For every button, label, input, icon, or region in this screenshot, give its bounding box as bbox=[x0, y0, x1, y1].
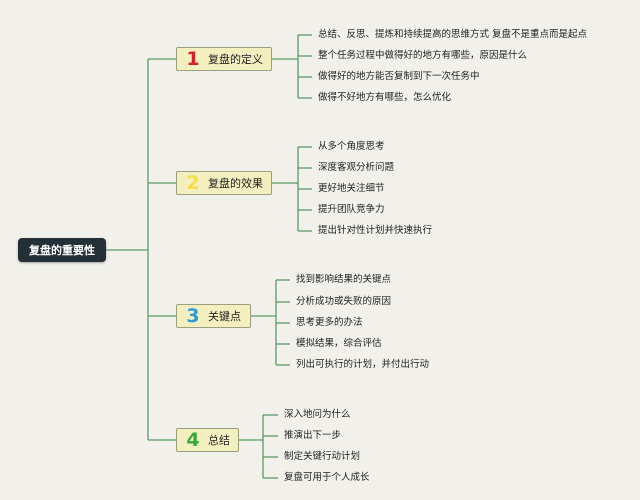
leaf-topic[interactable]: 做得不好地方有哪些，怎么优化 bbox=[318, 92, 452, 103]
branch-label: 复盘的效果 bbox=[208, 177, 263, 190]
leaf-topic[interactable]: 整个任务过程中做得好的地方有哪些，原因是什么 bbox=[318, 50, 528, 61]
leaf-topic[interactable]: 深入地问为什么 bbox=[284, 409, 351, 420]
leaf-topic[interactable]: 分析成功或失败的原因 bbox=[296, 296, 392, 307]
root-topic[interactable]: 复盘的重要性 bbox=[18, 238, 106, 262]
branch-number: 3 bbox=[186, 305, 200, 327]
leaf-topic[interactable]: 提出针对性计划并快速执行 bbox=[318, 225, 433, 236]
leaf-topic[interactable]: 从多个角度思考 bbox=[318, 141, 385, 152]
leaf-topic[interactable]: 模拟结果，综合评估 bbox=[296, 338, 382, 349]
leaf-topic[interactable]: 复盘可用于个人成长 bbox=[284, 472, 370, 483]
leaf-topic[interactable]: 做得好的地方能否复制到下一次任务中 bbox=[318, 71, 480, 82]
branch-label: 复盘的定义 bbox=[208, 53, 263, 66]
branch-number: 2 bbox=[186, 172, 200, 194]
leaf-topic[interactable]: 思考更多的办法 bbox=[296, 317, 363, 328]
branch-topic-3[interactable]: 3 关键点 bbox=[176, 304, 251, 328]
branch-topic-4[interactable]: 4 总结 bbox=[176, 428, 239, 452]
branch-label: 关键点 bbox=[208, 310, 241, 323]
branch-number: 4 bbox=[186, 429, 200, 451]
leaf-topic[interactable]: 推演出下一步 bbox=[284, 430, 342, 441]
root-topic-label: 复盘的重要性 bbox=[29, 244, 95, 257]
branch-topic-1[interactable]: 1 复盘的定义 bbox=[176, 47, 272, 71]
leaf-topic[interactable]: 深度客观分析问题 bbox=[318, 162, 395, 173]
leaf-topic[interactable]: 总结、反思、提炼和持续提高的思维方式 复盘不是重点而是起点 bbox=[318, 29, 588, 40]
leaf-topic[interactable]: 找到影响结果的关键点 bbox=[296, 274, 392, 285]
leaf-topic[interactable]: 更好地关注细节 bbox=[318, 183, 385, 194]
leaf-topic[interactable]: 制定关键行动计划 bbox=[284, 451, 361, 462]
leaf-topic[interactable]: 提升团队竞争力 bbox=[318, 204, 385, 215]
branch-label: 总结 bbox=[208, 434, 230, 447]
branch-topic-2[interactable]: 2 复盘的效果 bbox=[176, 171, 272, 195]
leaf-topic[interactable]: 列出可执行的计划，并付出行动 bbox=[296, 359, 430, 370]
branch-number: 1 bbox=[186, 48, 200, 70]
